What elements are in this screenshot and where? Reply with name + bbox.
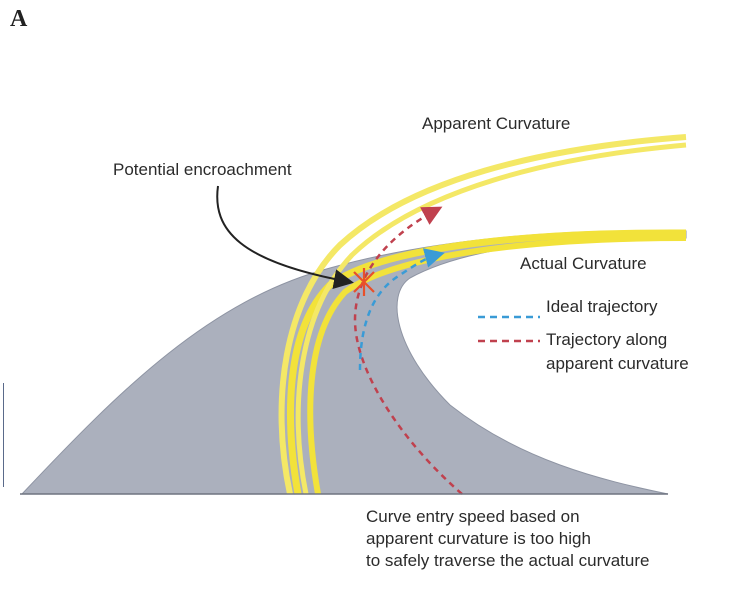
panel-letter: A bbox=[10, 6, 28, 32]
encroachment-leader-arrow bbox=[216, 185, 354, 289]
speed-note-line2: apparent curvature is too high bbox=[366, 529, 591, 548]
speed-note: Curve entry speed based on apparent curv… bbox=[366, 506, 649, 572]
apparent-curvature-label: Apparent Curvature bbox=[422, 114, 571, 133]
apparent-trajectory-path bbox=[353, 206, 463, 495]
speed-note-line1: Curve entry speed based on bbox=[366, 507, 580, 526]
speed-note-line3: to safely traverse the actual curvature bbox=[366, 551, 650, 570]
left-frame-edge bbox=[0, 383, 4, 487]
legend-apparent-label-line1: Trajectory along bbox=[546, 330, 668, 349]
actual-curvature-label: Actual Curvature bbox=[520, 254, 647, 273]
legend-ideal-label: Ideal trajectory bbox=[546, 297, 658, 316]
apparent-curvature-line-inner bbox=[295, 142, 687, 495]
ideal-trajectory-path bbox=[358, 248, 445, 371]
apparent-curvature-line bbox=[278, 134, 687, 495]
legend-apparent-label-line2: apparent curvature bbox=[546, 354, 689, 373]
potential-encroachment-label: Potential encroachment bbox=[113, 160, 292, 179]
encroachment-marker bbox=[353, 268, 375, 296]
